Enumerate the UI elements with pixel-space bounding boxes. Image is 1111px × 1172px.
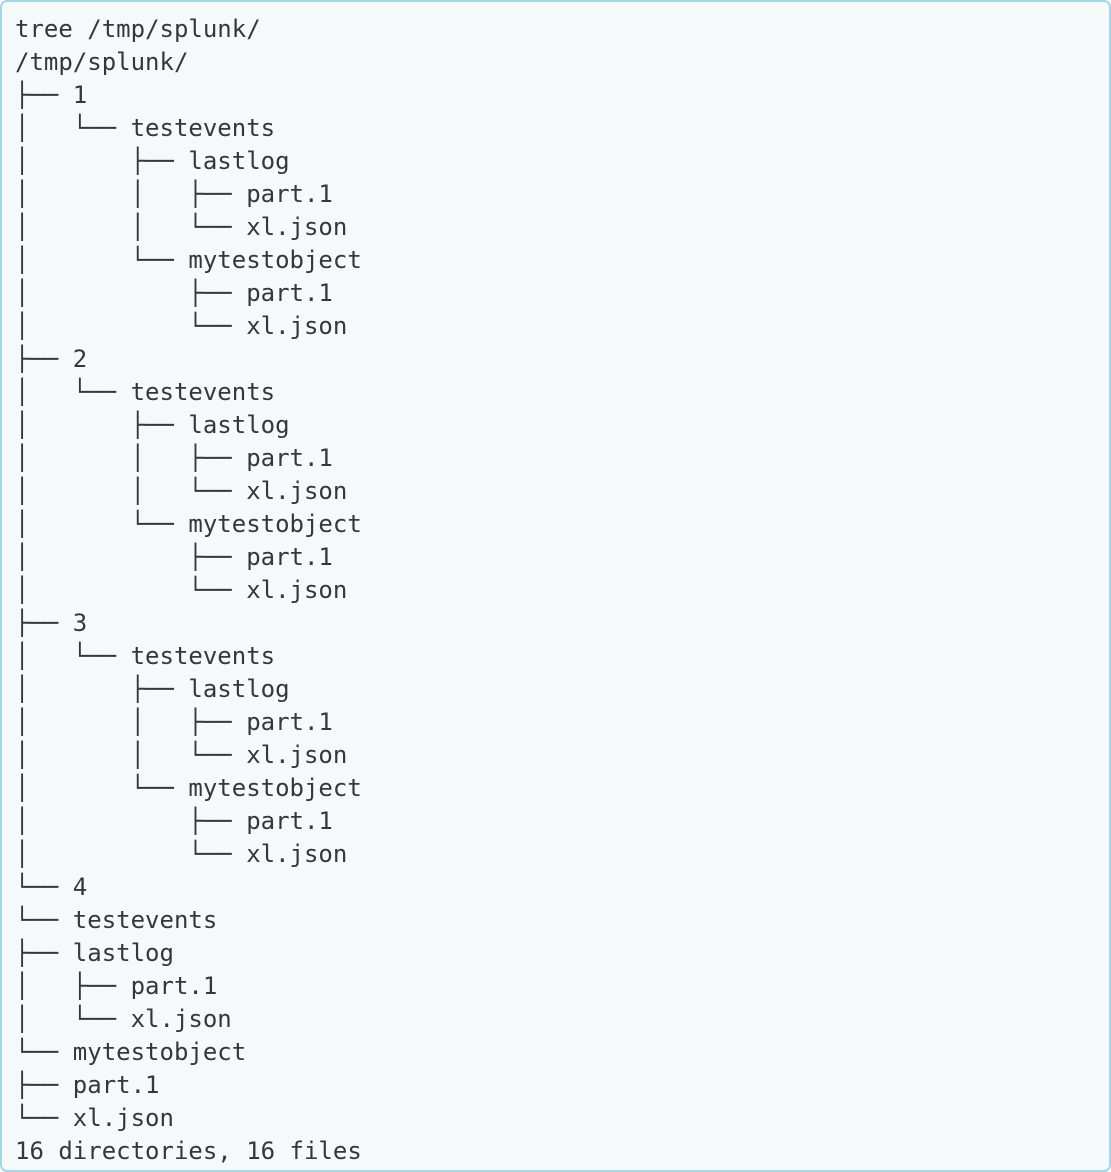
tree-line: ├── part.1: [15, 1071, 160, 1099]
tree-line: │ ├── lastlog: [15, 411, 290, 439]
tree-line: │ └── testevents: [15, 114, 276, 142]
tree-line: │ └── mytestobject: [15, 774, 362, 802]
tree-line: │ ├── lastlog: [15, 147, 290, 175]
tree-line: ├── lastlog: [15, 939, 174, 967]
tree-line: ├── 1: [15, 81, 88, 109]
tree-line: │ └── xl.json: [15, 840, 348, 868]
root-path-line: /tmp/splunk/: [15, 48, 189, 76]
tree-line: └── mytestobject: [15, 1038, 247, 1066]
tree-line: │ └── mytestobject: [15, 510, 362, 538]
tree-line: │ ├── part.1: [15, 972, 218, 1000]
tree-line: │ └── mytestobject: [15, 246, 362, 274]
tree-line: │ │ └── xl.json: [15, 213, 348, 241]
tree-line: │ └── xl.json: [15, 1005, 232, 1033]
tree-line: │ └── testevents: [15, 378, 276, 406]
tree-line: │ │ ├── part.1: [15, 180, 333, 208]
tree-line: └── xl.json: [15, 1104, 174, 1132]
tree-line: ├── 3: [15, 609, 88, 637]
tree-line: │ └── testevents: [15, 642, 276, 670]
tree-line: │ ├── part.1: [15, 279, 333, 307]
command-line: tree /tmp/splunk/: [15, 15, 261, 43]
tree-line: │ │ └── xl.json: [15, 477, 348, 505]
tree-line: │ └── xl.json: [15, 312, 348, 340]
tree-line: │ ├── part.1: [15, 807, 333, 835]
summary-line: 16 directories, 16 files: [15, 1137, 362, 1165]
tree-line: │ └── xl.json: [15, 576, 348, 604]
tree-line: │ │ └── xl.json: [15, 741, 348, 769]
tree-line: │ │ ├── part.1: [15, 708, 333, 736]
tree-line: └── 4: [15, 873, 88, 901]
tree-line: └── testevents: [15, 906, 218, 934]
tree-line: │ ├── part.1: [15, 543, 333, 571]
tree-line: ├── 2: [15, 345, 88, 373]
tree-line: │ │ ├── part.1: [15, 444, 333, 472]
tree-line: │ ├── lastlog: [15, 675, 290, 703]
tree-lines: ├── 1 │ └── testevents │ ├── lastlog │ │ ├─…: [15, 79, 1096, 1135]
